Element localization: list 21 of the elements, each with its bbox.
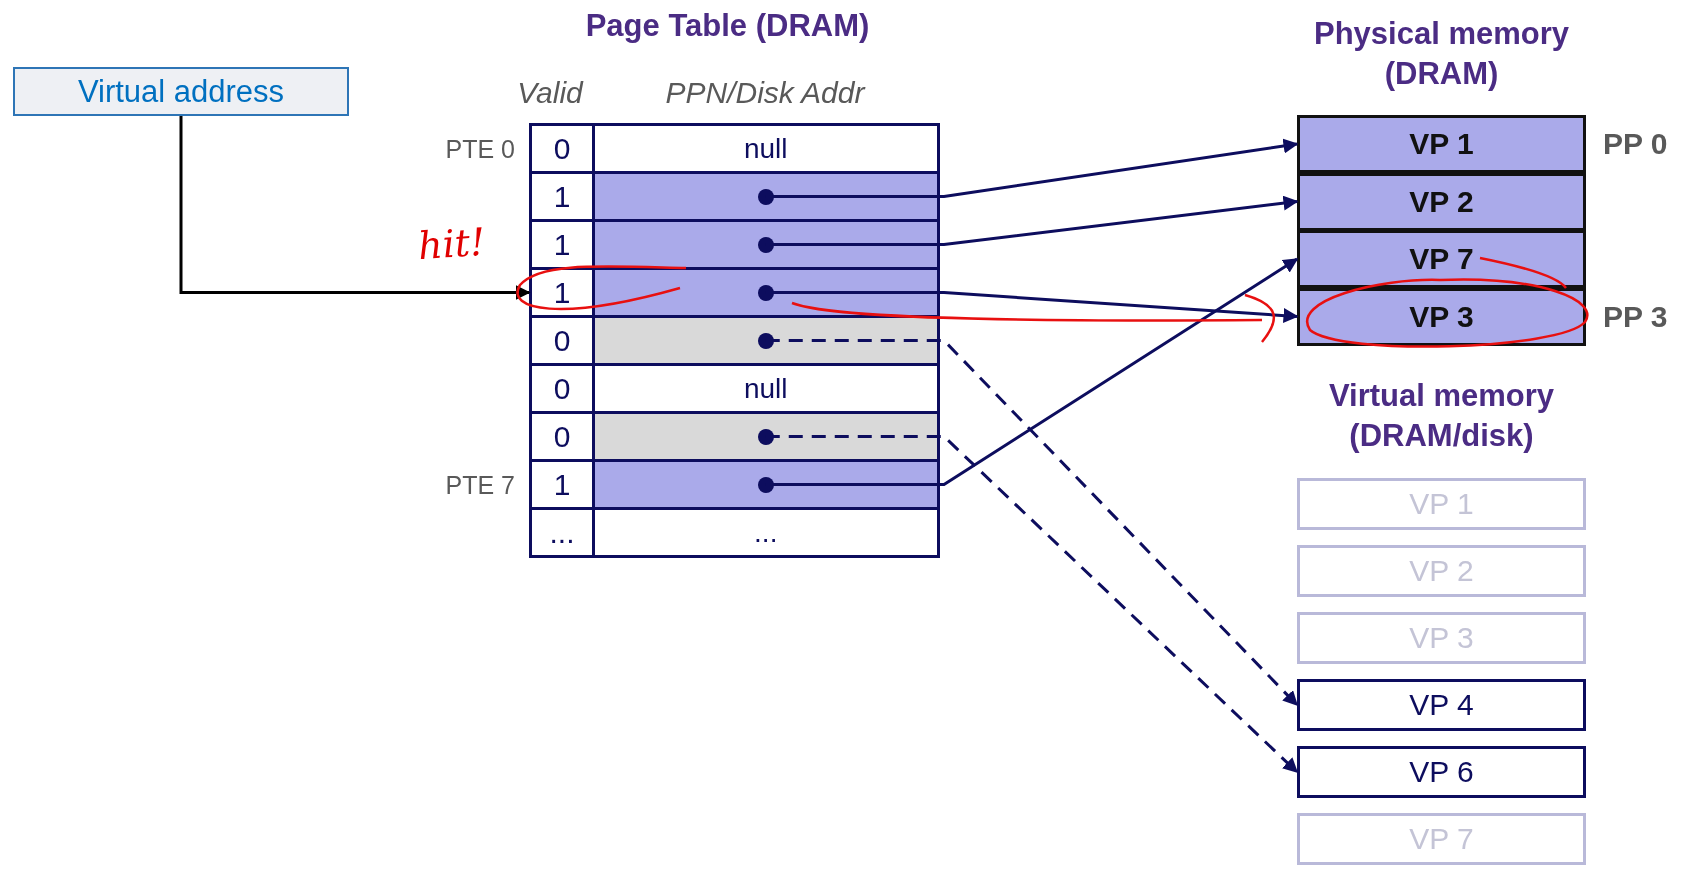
- row-label: PP 0: [1603, 127, 1668, 161]
- row-label: PP 3: [1603, 299, 1668, 334]
- arrow: [179, 116, 531, 300]
- address-box: Virtual address: [13, 67, 349, 116]
- annotation-text: hit!: [416, 219, 487, 269]
- page-box: VP 4: [1297, 679, 1586, 731]
- table-heading: Page Table (DRAM): [584, 8, 871, 44]
- column-header: Valid: [516, 76, 585, 110]
- panel-heading: Virtual memory (DRAM/disk): [1327, 377, 1556, 455]
- row-label: PTE 7: [445, 470, 515, 499]
- valid-cell: ...: [529, 507, 595, 558]
- page-box: VP 7: [1297, 813, 1586, 865]
- column-header: PPN/Disk Addr: [664, 76, 867, 110]
- page-box: VP 2: [1297, 545, 1586, 597]
- page-box: VP 7: [1297, 230, 1586, 288]
- page-box: VP 2: [1297, 172, 1586, 231]
- panel-heading: Physical memory (DRAM): [1313, 15, 1570, 93]
- page-box: VP 6: [1297, 746, 1586, 798]
- page-box: VP 1: [1297, 478, 1586, 530]
- row-label: PTE 0: [445, 134, 515, 163]
- page-box: VP 3: [1297, 612, 1586, 664]
